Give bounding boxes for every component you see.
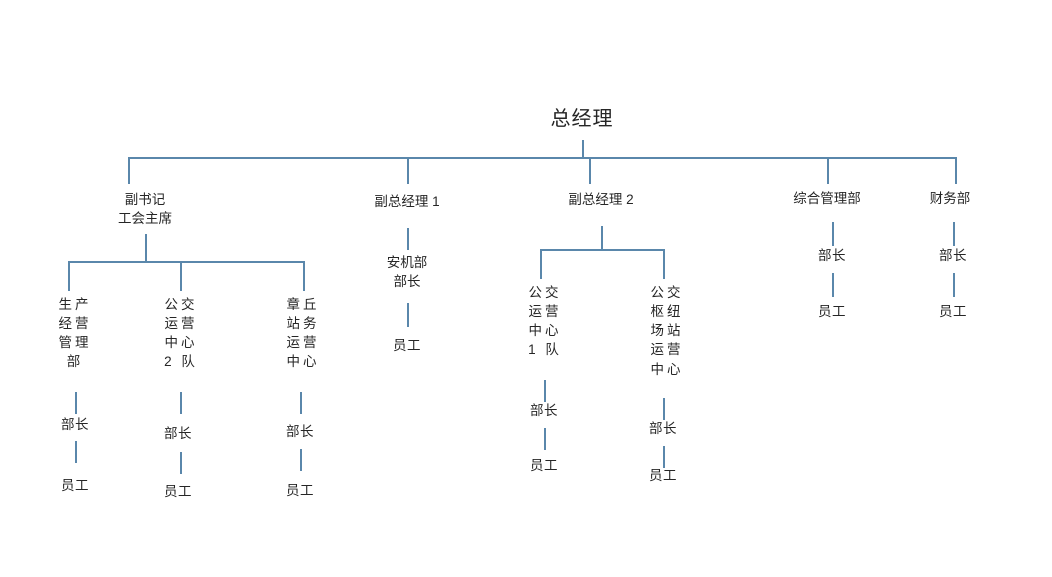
connector-deputy-gm2-down xyxy=(589,157,591,184)
staff-finance: 员工 xyxy=(939,304,967,319)
connector-production-dept-staff xyxy=(75,441,77,463)
connector-deputy-gm1-child-down xyxy=(407,228,409,250)
node-production-operation-management-dept: 生产 经营 管理 部 xyxy=(58,297,92,370)
connector-zhangqiu-down xyxy=(303,261,305,291)
connector-bus-team1-role xyxy=(544,380,546,402)
connector-comprehensive-staff xyxy=(832,273,834,297)
connector-zhangqiu-role xyxy=(300,392,302,414)
node-safety-machinery-dept: 安机部 部长 xyxy=(386,255,428,290)
node-general-manager: 总经理 xyxy=(550,108,614,130)
connector-root-down xyxy=(582,140,584,158)
node-zhangqiu-station-operation-center: 章丘 站务 运营 中心 xyxy=(286,297,320,370)
connector-production-dept-role xyxy=(75,392,77,414)
connector-bus-team1-staff xyxy=(544,428,546,450)
staff-comprehensive: 员工 xyxy=(818,304,846,319)
connector-bus-team2-down xyxy=(180,261,182,291)
connector-production-dept-down xyxy=(68,261,70,291)
role-bus-team2-director: 部长 xyxy=(164,426,192,441)
connector-bus-hub-staff xyxy=(663,446,665,468)
node-bus-operation-center-team-1: 公交 运营 中心 1 队 xyxy=(528,285,562,358)
role-comprehensive-director: 部长 xyxy=(818,248,846,263)
connector-bus-hub-role xyxy=(663,398,665,420)
node-deputy-gm-2: 副总经理 2 xyxy=(568,192,634,207)
connector-finance-role xyxy=(953,222,955,246)
connector-zhangqiu-staff xyxy=(300,449,302,471)
staff-bus-team2: 员工 xyxy=(164,484,192,499)
connector-deputy-gm1-down xyxy=(407,157,409,184)
node-bus-operation-center-team-2: 公交 运营 中心 2 队 xyxy=(164,297,198,370)
connector-bus-team1-down xyxy=(540,249,542,279)
staff-bus-hub: 员工 xyxy=(649,468,677,483)
node-comprehensive-management-dept: 综合管理部 xyxy=(793,191,861,206)
node-bus-hub-station-operation-center: 公交 枢纽 场站 运营 中心 xyxy=(650,285,684,377)
connector-deputy-secretary-child-down xyxy=(145,234,147,262)
role-zhangqiu-director: 部长 xyxy=(286,424,314,439)
staff-production-dept: 员工 xyxy=(61,478,89,493)
connector-bus-team2-staff xyxy=(180,452,182,474)
connector-deputy-secretary-down xyxy=(128,157,130,184)
connector-deputy-secretary-bar xyxy=(68,261,304,263)
staff-safety-machinery: 员工 xyxy=(393,338,421,353)
connector-comprehensive-dept-down xyxy=(827,157,829,184)
role-bus-team1-director: 部长 xyxy=(530,403,558,418)
node-finance-dept: 财务部 xyxy=(929,191,971,206)
role-production-dept-director: 部长 xyxy=(61,417,89,432)
connector-comprehensive-role xyxy=(832,222,834,246)
connector-bus-team2-role xyxy=(180,392,182,414)
staff-zhangqiu: 员工 xyxy=(286,483,314,498)
staff-bus-team1: 员工 xyxy=(530,458,558,473)
connector-deputy-gm2-bar xyxy=(540,249,664,251)
connector-safety-machinery-staff xyxy=(407,303,409,327)
connector-level2-bar xyxy=(128,157,956,159)
node-deputy-secretary: 副书记 工会主席 xyxy=(118,192,172,227)
role-finance-director: 部长 xyxy=(939,248,967,263)
connector-finance-staff xyxy=(953,273,955,297)
connector-bus-hub-down xyxy=(663,249,665,279)
node-deputy-gm-1: 副总经理 1 xyxy=(374,194,440,209)
role-bus-hub-director: 部长 xyxy=(649,421,677,436)
connector-finance-dept-down xyxy=(955,157,957,184)
connector-deputy-gm2-child-down xyxy=(601,226,603,250)
